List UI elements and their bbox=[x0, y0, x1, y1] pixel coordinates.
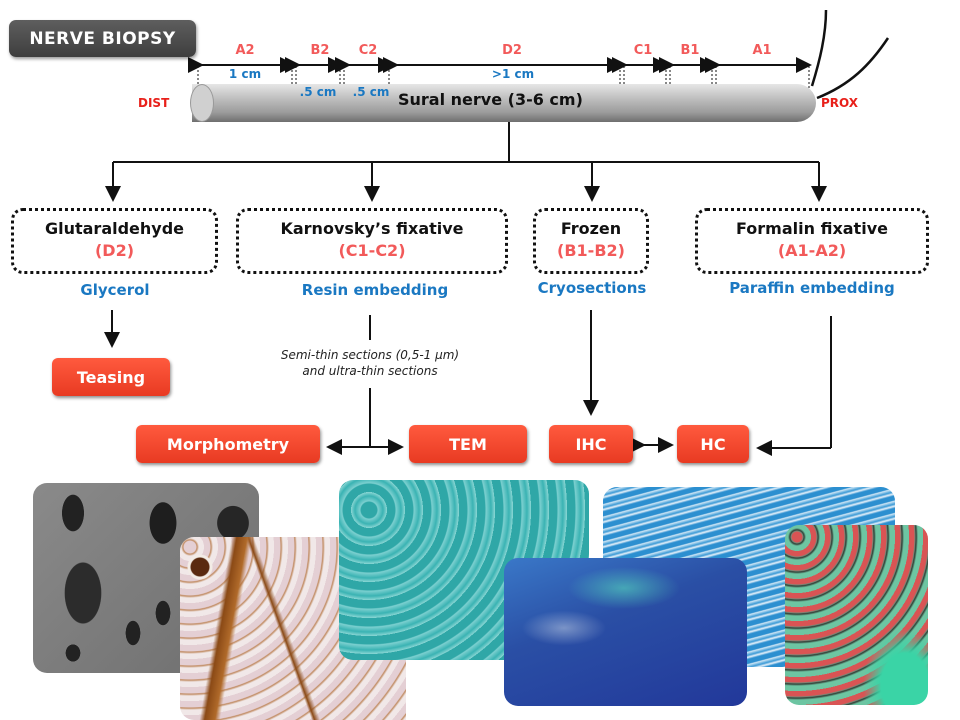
length-b2: .5 cm bbox=[299, 85, 337, 99]
length-d2: >1 cm bbox=[491, 67, 535, 81]
morphometry-button[interactable]: Morphometry bbox=[136, 425, 320, 463]
segment-label-b2: B2 bbox=[310, 43, 330, 58]
sural-nerve bbox=[192, 84, 816, 122]
distal-label: DIST bbox=[138, 96, 170, 110]
segment-label-a2: A2 bbox=[235, 43, 255, 58]
processing-paraffin: Paraffin embedding bbox=[729, 279, 895, 297]
hc-button[interactable]: HC bbox=[677, 425, 749, 463]
title-badge: NERVE BIOPSY bbox=[9, 20, 196, 57]
processing-resin: Resin embedding bbox=[301, 281, 449, 299]
fixative-region: (D2) bbox=[94, 241, 135, 260]
fixative-box-frozen: Frozen (B1-B2) bbox=[533, 208, 649, 274]
dark-blue-stained-section-image bbox=[504, 558, 747, 706]
ihc-button[interactable]: IHC bbox=[549, 425, 633, 463]
teasing-button[interactable]: Teasing bbox=[52, 358, 170, 396]
fixative-box-glutaraldehyde: Glutaraldehyde (D2) bbox=[11, 208, 218, 274]
fixative-name: Karnovsky’s fixative bbox=[280, 219, 464, 238]
proximal-label: PROX bbox=[821, 96, 859, 110]
nerve-cut-end bbox=[190, 84, 214, 122]
fixative-region: (C1-C2) bbox=[338, 241, 406, 260]
segment-label-d2: D2 bbox=[502, 43, 522, 58]
nerve-label: Sural nerve (3-6 cm) bbox=[398, 90, 583, 109]
segment-label-a1: A1 bbox=[752, 43, 772, 58]
fixative-box-formalin: Formalin fixative (A1-A2) bbox=[695, 208, 929, 274]
length-a2: 1 cm bbox=[228, 67, 262, 81]
sections-note: Semi-thin sections (0,5-1 µm) and ultra-… bbox=[220, 347, 520, 379]
segment-label-c1: C1 bbox=[633, 43, 653, 58]
sections-note-line1: Semi-thin sections (0,5-1 µm) bbox=[280, 348, 460, 362]
length-c2: .5 cm bbox=[352, 85, 390, 99]
processing-glycerol: Glycerol bbox=[80, 281, 150, 299]
sections-note-line2: and ultra-thin sections bbox=[302, 364, 438, 378]
fixative-name: Frozen bbox=[560, 219, 622, 238]
fixative-box-karnovsky: Karnovsky’s fixative (C1-C2) bbox=[236, 208, 508, 274]
green-red-stained-section-image bbox=[785, 525, 928, 705]
fixative-region: (B1-B2) bbox=[557, 241, 625, 260]
tem-button[interactable]: TEM bbox=[409, 425, 527, 463]
segment-label-c2: C2 bbox=[358, 43, 378, 58]
fixative-name: Formalin fixative bbox=[736, 219, 888, 238]
segment-label-b1: B1 bbox=[680, 43, 700, 58]
fixative-region: (A1-A2) bbox=[777, 241, 847, 260]
processing-cryosections: Cryosections bbox=[537, 279, 647, 297]
fixative-name: Glutaraldehyde bbox=[44, 219, 185, 238]
